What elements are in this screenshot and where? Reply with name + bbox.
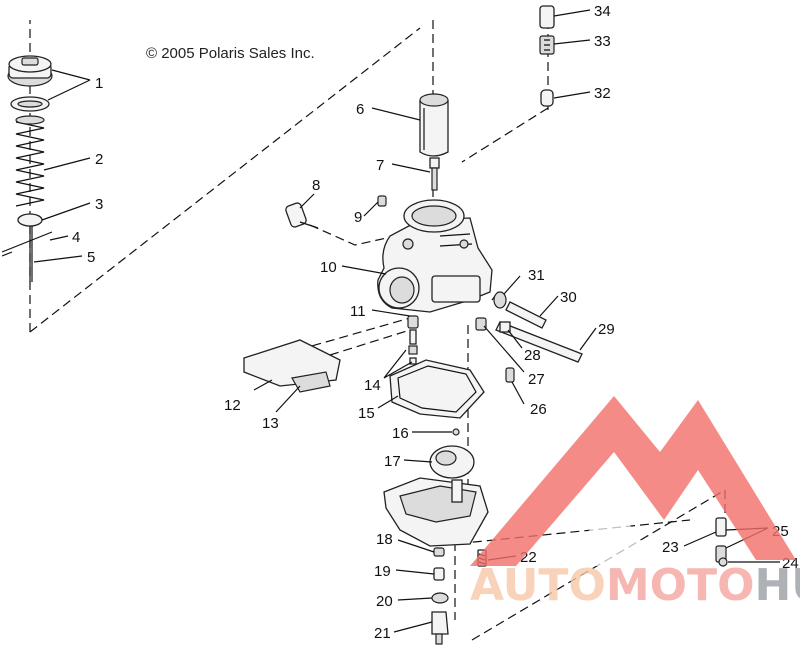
callout-numbers: 1 2 3 4 5 6 7 8 9 10 11 12 13 14 15 16 1… <box>72 3 799 642</box>
watermark-auto-text: AUTO <box>470 560 606 611</box>
spring <box>15 115 45 207</box>
throttle-slide <box>419 93 449 157</box>
leader-lines <box>33 9 780 633</box>
callout-32: 32 <box>594 85 611 102</box>
callout-23: 23 <box>662 539 679 556</box>
callout-18: 18 <box>376 531 393 548</box>
needle-jet-screw <box>429 157 440 191</box>
mounting-plate <box>243 339 341 393</box>
watermark-hub-text: HUB <box>754 560 800 611</box>
callout-12: 12 <box>224 397 241 414</box>
callout-19: 19 <box>374 563 391 580</box>
callout-27: 27 <box>528 371 545 388</box>
top-cap-assembly <box>7 55 53 112</box>
carburetor-body <box>377 199 493 313</box>
callout-6: 6 <box>356 101 364 118</box>
callout-1: 1 <box>95 75 103 92</box>
callout-9: 9 <box>354 209 362 226</box>
callout-34: 34 <box>594 3 611 20</box>
watermark-logo: AUTOMOTOHUB <box>470 396 800 611</box>
callout-31: 31 <box>528 267 545 284</box>
callout-15: 15 <box>358 405 375 422</box>
watermark-moto-text: MOTO <box>606 560 755 611</box>
callout-8: 8 <box>312 177 320 194</box>
callout-17: 17 <box>384 453 401 470</box>
watermark-triangle-icon <box>470 396 796 566</box>
float-bowl-gasket <box>389 359 485 419</box>
callout-2: 2 <box>95 151 103 168</box>
float-bowl <box>383 477 489 547</box>
callout-29: 29 <box>598 321 615 338</box>
callout-26: 26 <box>530 401 547 418</box>
callout-3: 3 <box>95 196 103 213</box>
idle-screw-and-shafts <box>491 291 583 363</box>
callout-14: 14 <box>364 377 381 394</box>
jets-and-fittings <box>407 315 515 383</box>
float <box>429 445 475 479</box>
callout-7: 7 <box>376 157 384 174</box>
callout-28: 28 <box>524 347 541 364</box>
callout-11: 11 <box>350 303 366 320</box>
callout-20: 20 <box>376 593 393 610</box>
callout-10: 10 <box>320 259 337 276</box>
callout-33: 33 <box>594 33 611 50</box>
cable-adjuster-parts <box>539 5 555 107</box>
callout-30: 30 <box>560 289 577 306</box>
callout-13: 13 <box>262 415 279 432</box>
copyright-text: © 2005 Polaris Sales Inc. <box>146 45 315 62</box>
float-pin <box>452 428 460 436</box>
callout-5: 5 <box>87 249 95 266</box>
right-side-screws <box>715 517 728 567</box>
callout-4: 4 <box>72 229 80 246</box>
callout-21: 21 <box>374 625 391 642</box>
retainer-and-needle <box>1 213 53 282</box>
callout-16: 16 <box>392 425 409 442</box>
choke-plunger <box>285 195 387 229</box>
svg-text:AUTOMOTOHUB: AUTOMOTOHUB <box>470 560 800 611</box>
